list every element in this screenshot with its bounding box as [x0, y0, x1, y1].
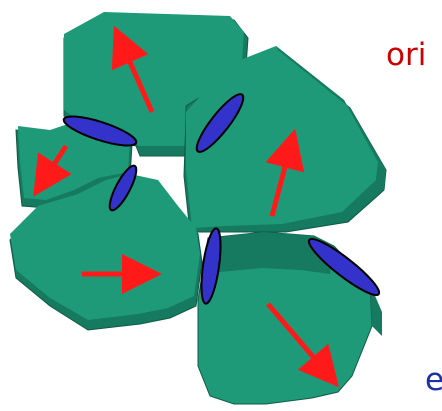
grain-bottom-center: [198, 232, 382, 404]
bottom-partial-label: e: [425, 365, 442, 396]
top-partial-label: ori: [386, 40, 442, 71]
